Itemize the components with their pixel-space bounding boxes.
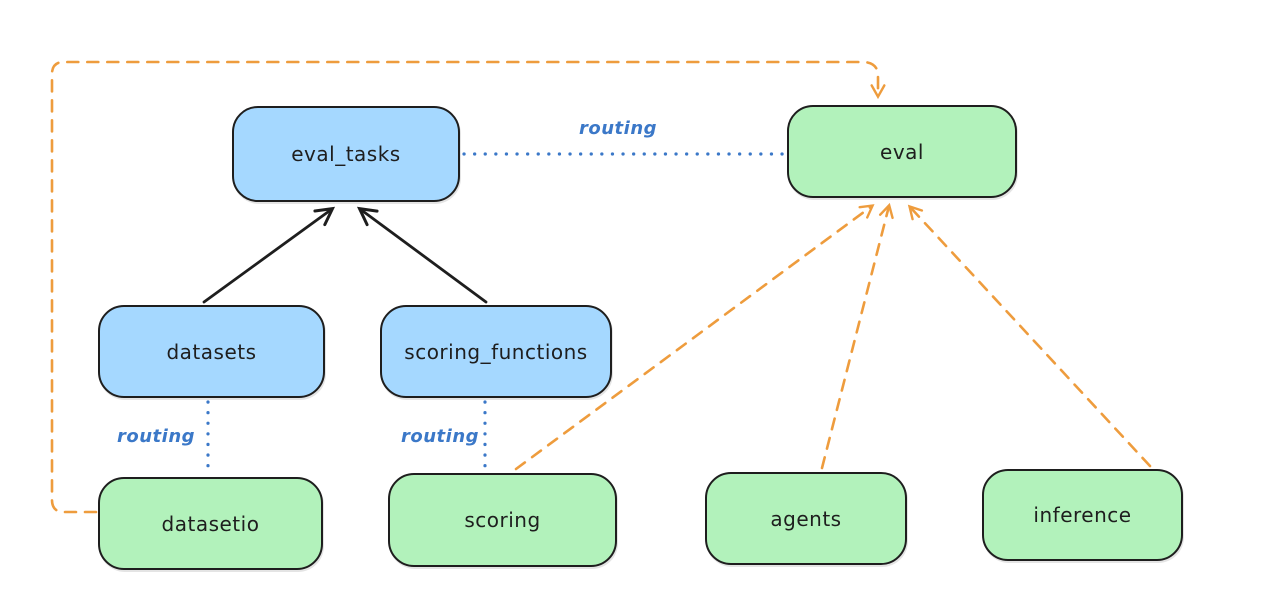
node-agents[interactable]: agents [705,472,907,565]
node-eval-tasks-label: eval_tasks [291,142,401,166]
edge-scoring-functions-to-eval-tasks [356,206,488,304]
node-eval[interactable]: eval [787,105,1017,198]
node-scoring[interactable]: scoring [388,473,617,567]
node-datasetio[interactable]: datasetio [98,477,323,570]
node-scoring-label: scoring [464,508,541,532]
node-inference[interactable]: inference [982,469,1183,561]
node-datasets[interactable]: datasets [98,305,325,398]
edge-datasets-to-eval-tasks [202,206,336,304]
node-scoring-functions[interactable]: scoring_functions [380,305,612,398]
node-eval-label: eval [880,139,924,164]
node-inference-label: inference [1033,503,1132,527]
edge-inference-to-eval [907,204,1152,468]
edge-agents-to-eval [820,202,894,470]
edge-label-routing-datasets: routing [116,426,196,447]
node-datasets-label: datasets [166,339,257,364]
node-scoring-functions-label: scoring_functions [404,339,588,364]
node-eval-tasks[interactable]: eval_tasks [232,106,460,202]
edge-label-routing-scoring: routing [400,426,480,447]
node-agents-label: agents [770,506,842,531]
edge-label-routing-top: routing [578,118,658,139]
node-datasetio-label: datasetio [161,511,260,536]
